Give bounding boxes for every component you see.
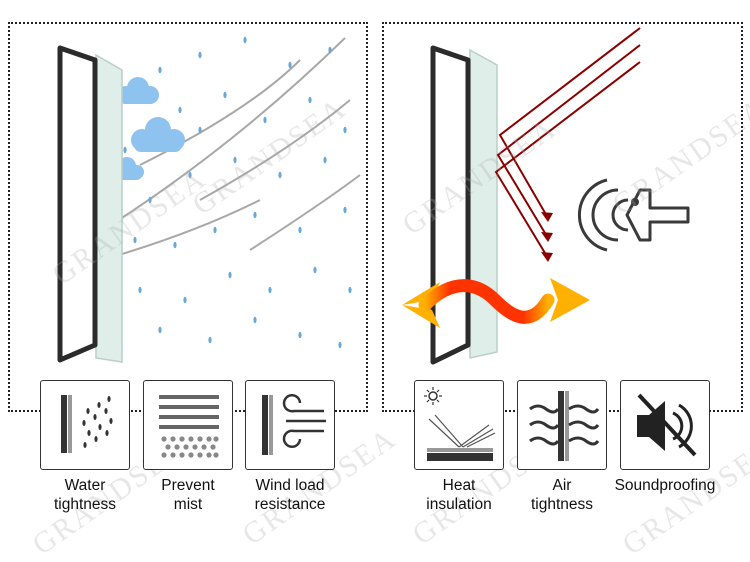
heat-insulation-box (414, 380, 504, 470)
heat-insulation-icon (424, 387, 496, 461)
heat-sound-scene (402, 27, 690, 365)
window-frame (430, 45, 471, 365)
caption-soundproofing: Soundproofing (614, 477, 716, 494)
water-tightness-box (40, 380, 130, 470)
raindrops (123, 36, 352, 349)
soundproofing-box (620, 380, 710, 470)
cloud-icon (131, 117, 185, 152)
heat-wave-arrow (402, 278, 590, 328)
sun-rays (494, 27, 641, 259)
air-tightness-icon (529, 391, 600, 461)
prevent-mist-box (143, 380, 233, 470)
speaker-sound-icon (577, 178, 690, 252)
weather-scene (57, 36, 361, 363)
soundproofing-icon (637, 393, 697, 457)
wind-load-box (245, 380, 335, 470)
air-tightness-box (517, 380, 607, 470)
glass-pane (469, 48, 498, 359)
wind-load-icon (262, 394, 326, 455)
window-frame (57, 45, 98, 363)
ray-arrowheads (541, 212, 553, 262)
water-tightness-icon (61, 395, 113, 453)
prevent-mist-icon (159, 395, 219, 458)
